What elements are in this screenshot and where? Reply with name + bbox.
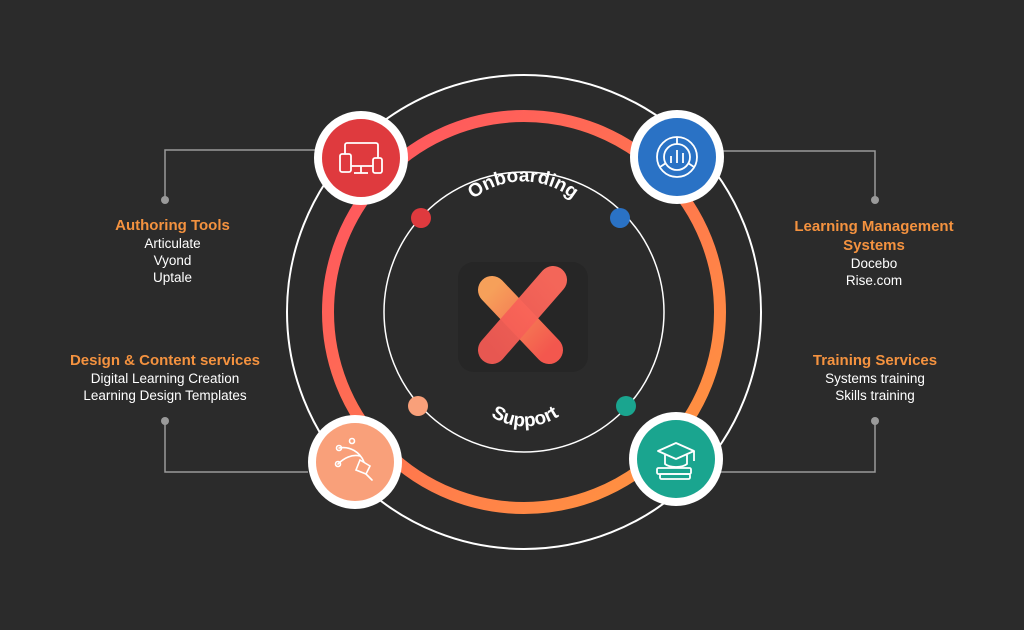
analytics-chart-icon (656, 136, 698, 178)
training-icon-badge (629, 412, 723, 506)
authoring-item-uptale: Uptale (152, 270, 193, 285)
dot-red (411, 208, 431, 228)
connector-lines (164, 149, 876, 473)
training-services-block: Training Services Systems training Skill… (780, 351, 970, 404)
design-content-block: Design & Content services Digital Learni… (40, 351, 290, 404)
training-item-systems: Systems training (825, 371, 925, 386)
lms-heading: Learning Management Systems (794, 218, 954, 254)
lms-icon-badge (630, 110, 724, 204)
connector-authoring (164, 149, 318, 198)
authoring-item-articulate: Articulate (144, 236, 201, 251)
design-content-heading: Design & Content services (69, 352, 261, 369)
training-item-skills: Skills training (835, 388, 915, 403)
authoring-tools-heading: Authoring Tools (115, 217, 230, 234)
graduation-cap-icon (656, 442, 695, 480)
support-label: Support (488, 402, 562, 432)
dot-teal (616, 396, 636, 416)
design-icon-badge (308, 415, 402, 509)
authoring-tools-block: Authoring Tools Articulate Vyond Uptale (90, 216, 255, 286)
outer-white-ring (286, 74, 762, 550)
design-item-digital-learning: Digital Learning Creation (90, 371, 240, 386)
devices-icon (339, 142, 383, 174)
dot-peach (408, 396, 428, 416)
gradient-ring (322, 110, 726, 514)
onboarding-label: Onboarding (464, 165, 582, 203)
x-logo (458, 262, 588, 372)
dot-blue (610, 208, 630, 228)
authoring-item-vyond: Vyond (153, 253, 192, 268)
connector-end-dots (161, 196, 879, 425)
authoring-icon-badge (314, 111, 408, 205)
connector-training (718, 423, 876, 473)
pen-tool-icon (334, 437, 373, 481)
lms-item-docebo: Docebo (850, 256, 898, 271)
connector-design (164, 423, 308, 473)
design-item-templates: Learning Design Templates (83, 388, 247, 403)
training-services-heading: Training Services (812, 352, 938, 369)
lms-item-rise: Rise.com (845, 273, 903, 288)
connector-lms (722, 150, 876, 198)
lms-block: Learning Management Systems Docebo Rise.… (770, 217, 978, 289)
inner-white-ring (383, 171, 665, 453)
